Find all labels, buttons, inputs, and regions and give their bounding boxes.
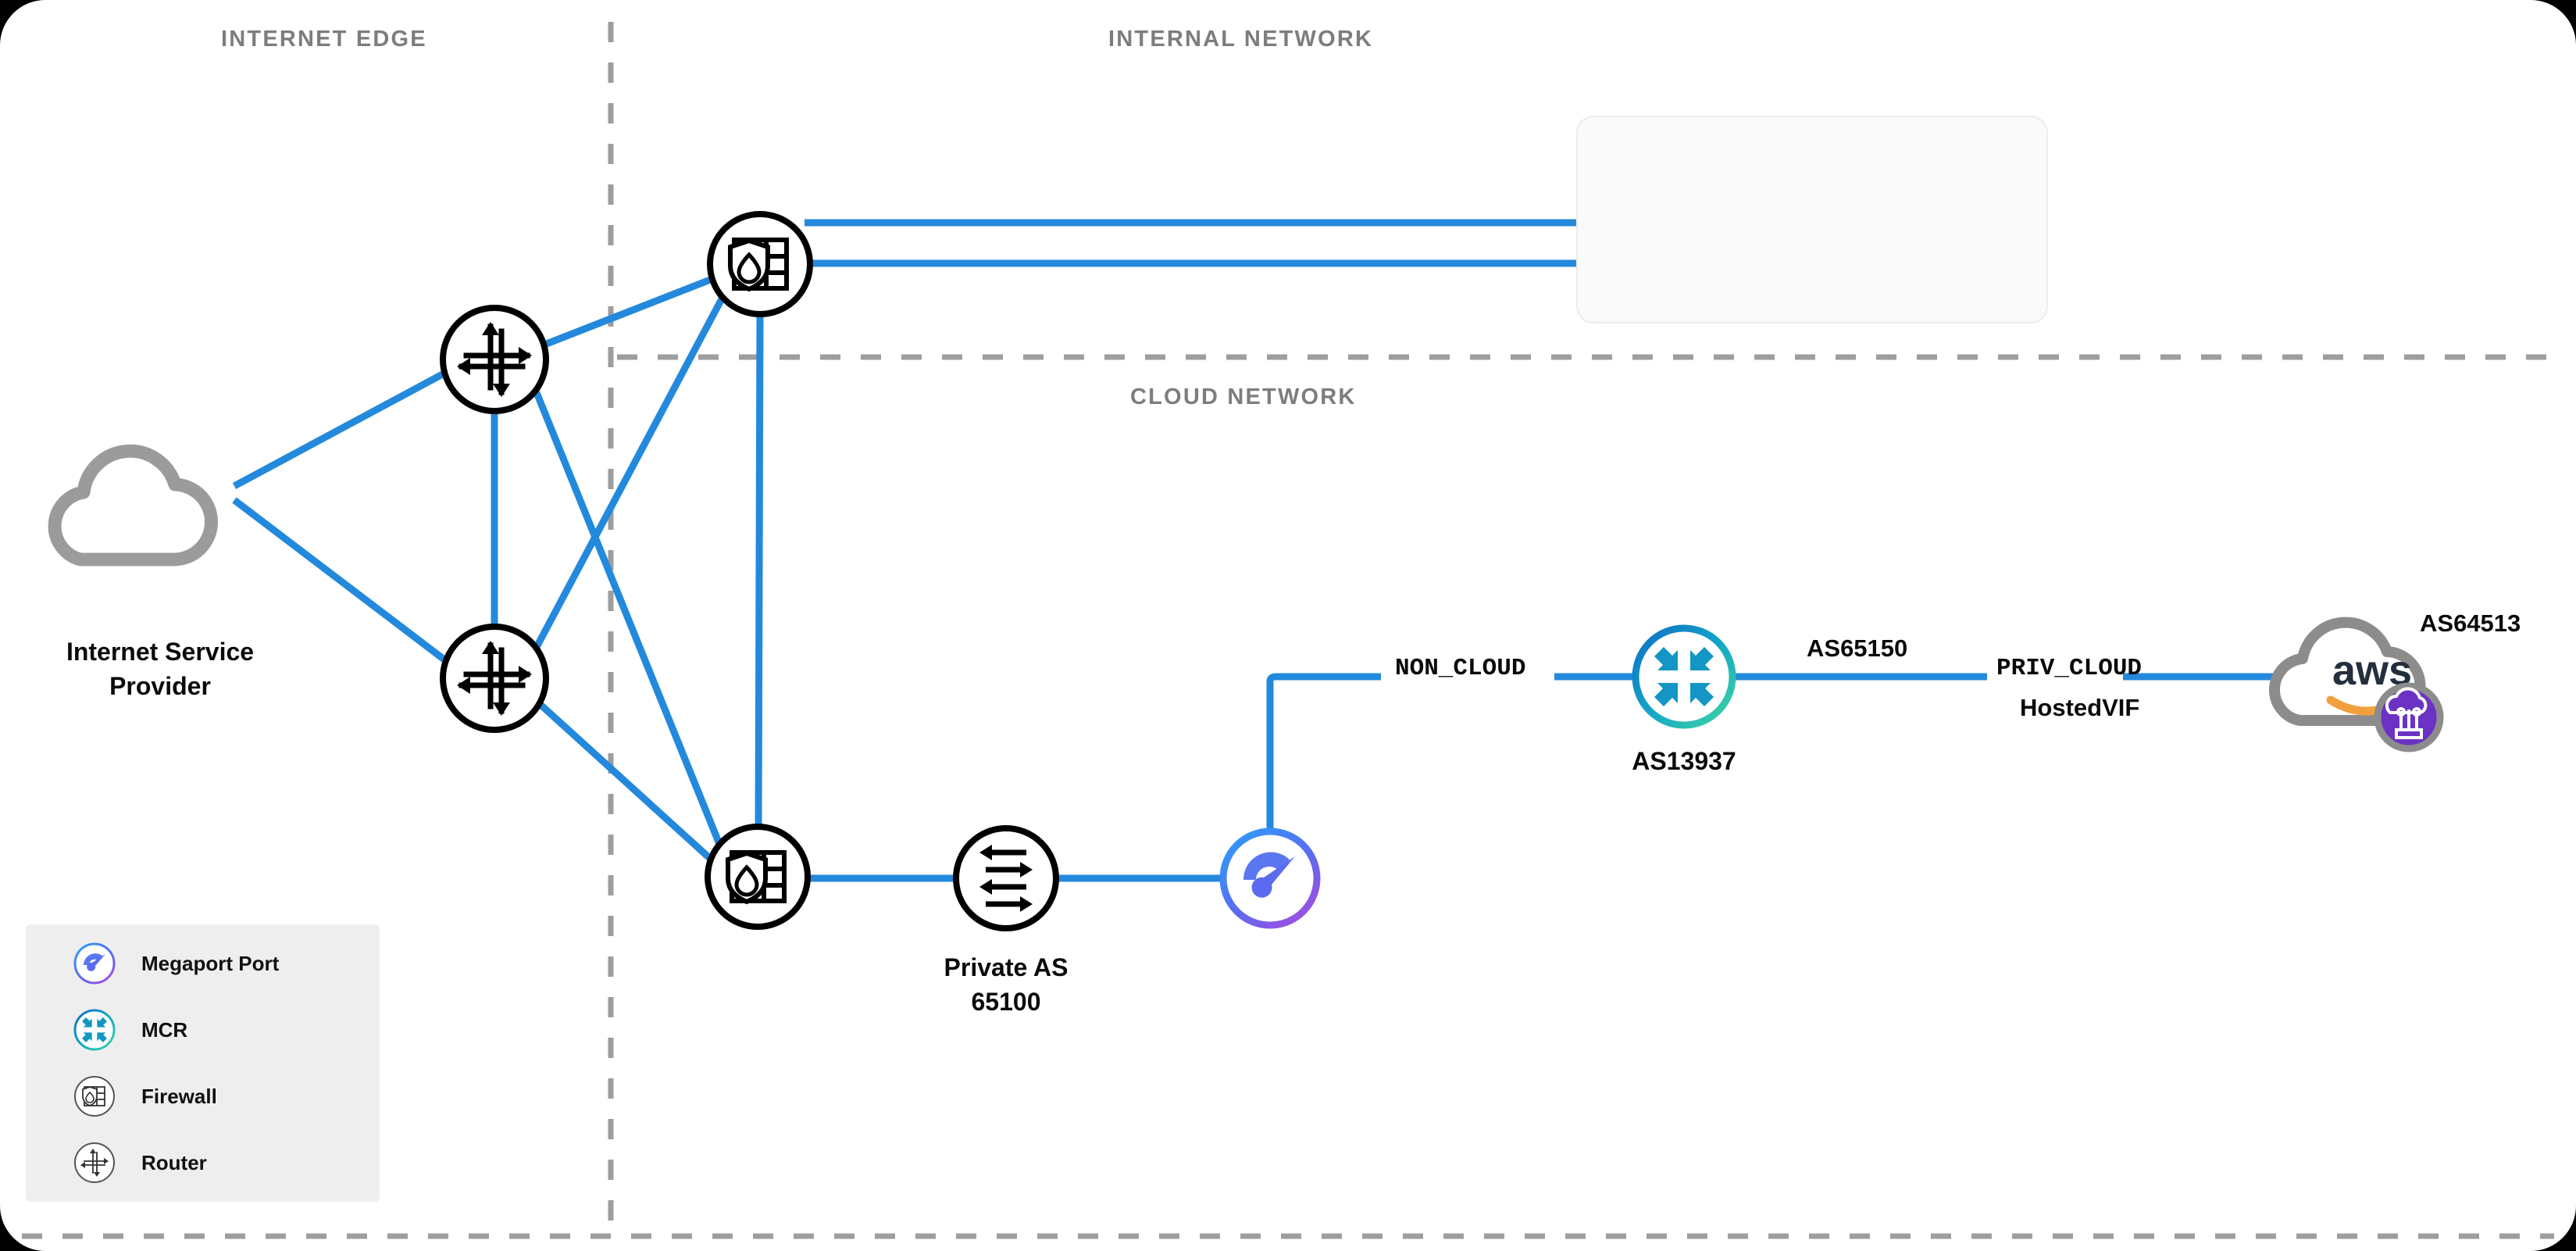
- link-router-bottom-firewall-top: [533, 291, 728, 651]
- link-router-top-firewall-top: [539, 273, 718, 350]
- router-icon: [440, 624, 549, 733]
- firewall-icon: [74, 1076, 115, 1117]
- legend-item-router: Router: [71, 1139, 368, 1186]
- link-isp-router-bottom: [232, 497, 448, 663]
- network-links: [232, 219, 2299, 882]
- link-label-as65150: AS65150: [1807, 634, 1908, 662]
- legend-label-mcr: MCR: [141, 1017, 188, 1042]
- mcr-icon: [1632, 624, 1736, 729]
- legend-label-firewall: Firewall: [141, 1084, 217, 1108]
- link-port-mcr-noncloud: [1266, 673, 1381, 828]
- node-label-isp: Internet Service Provider: [66, 638, 255, 701]
- legend-panel: Megaport Port MCR: [26, 924, 380, 1202]
- legend-item-megaport-port: Megaport Port: [71, 940, 368, 987]
- bidir-router-icon: [953, 825, 1059, 931]
- megaport-port-icon: [73, 942, 116, 985]
- firewall-icon: [705, 824, 811, 930]
- link-router-bottom-firewall-bottom: [536, 700, 719, 867]
- office-group-box: [1576, 116, 2048, 323]
- firewall-icon: [707, 211, 813, 317]
- legend-label-router: Router: [141, 1150, 207, 1174]
- megaport-port-icon: [1219, 827, 1321, 929]
- link-label-non-cloud: NON_CLOUD: [1395, 655, 1526, 682]
- mcr-icon: [73, 1009, 116, 1051]
- link-router-top-firewall-bottom: [532, 389, 726, 853]
- link-firewall-top-firewall-bottom: [755, 312, 764, 829]
- link-label-priv-cloud: PRIV_CLOUD: [1996, 655, 2143, 682]
- node-label-private-as: Private AS 65100: [944, 953, 1069, 1017]
- zone-label-internal-network: INTERNAL NETWORK: [1108, 27, 1374, 52]
- router-icon: [74, 1142, 115, 1183]
- zone-label-cloud-network: CLOUD NETWORK: [1130, 384, 1357, 409]
- legend-label-megaport-port: Megaport Port: [141, 951, 280, 975]
- cloud-icon: [48, 444, 219, 567]
- link-isp-router-top: [232, 369, 449, 489]
- zone-label-internet-edge: INTERNET EDGE: [221, 27, 427, 52]
- router-icon: [440, 305, 549, 414]
- aws-cloud-icon: aws: [2269, 617, 2444, 752]
- legend-item-firewall: Firewall: [71, 1073, 368, 1120]
- node-label-mcr-as: AS13937: [1632, 747, 1736, 775]
- node-label-aws-as: AS64513: [2420, 609, 2521, 637]
- link-label-hosted-vif: HostedVIF: [2020, 694, 2140, 721]
- legend-item-mcr: MCR: [71, 1006, 368, 1053]
